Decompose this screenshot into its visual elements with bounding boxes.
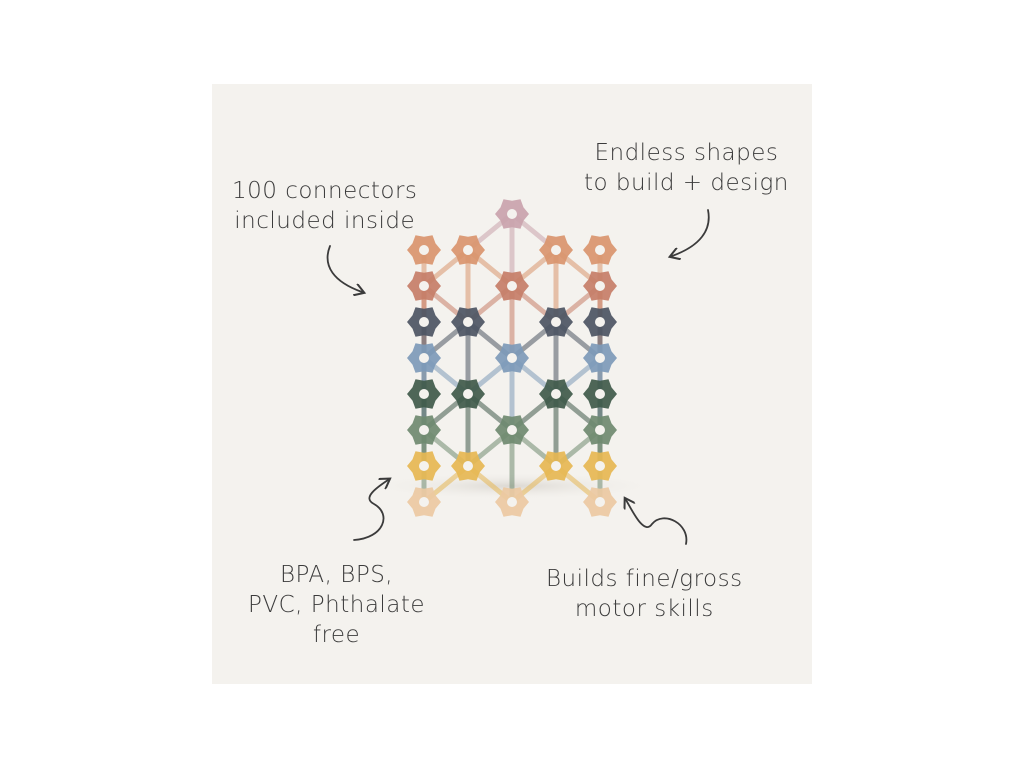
callout-line: BPA, BPS, — [279, 562, 394, 588]
hub-hole — [595, 425, 605, 435]
callout-line: motor skills — [574, 596, 714, 622]
callout-line: 100 connectors — [232, 178, 418, 204]
hub-hole — [419, 281, 429, 291]
hub-hole — [551, 317, 561, 327]
callout-motor: Builds fine/gross motor skills — [546, 564, 743, 624]
arrow-shapes-icon — [672, 209, 710, 256]
hub-hole — [463, 317, 473, 327]
hub-hole — [595, 317, 605, 327]
hub-hole — [507, 497, 517, 507]
hub-hole — [595, 281, 605, 291]
arrow-motor-icon — [626, 500, 688, 545]
building-toy-illustration — [326, 199, 710, 545]
hub-hole — [507, 425, 517, 435]
hub-hole — [551, 461, 561, 471]
hub-hole — [595, 497, 605, 507]
hub-hole — [595, 353, 605, 363]
hub-pieces — [407, 199, 617, 517]
hub-hole — [595, 389, 605, 399]
hub-hole — [595, 245, 605, 255]
hub-hole — [419, 425, 429, 435]
callout-connectors: 100 connectors included inside — [232, 176, 417, 236]
callout-line: to build + design — [584, 170, 789, 196]
hub-hole — [419, 317, 429, 327]
hub-hole — [419, 353, 429, 363]
arrow-safety-icon — [353, 480, 388, 541]
hub-hole — [551, 389, 561, 399]
hub-hole — [507, 281, 517, 291]
hub-hole — [419, 461, 429, 471]
hub-hole — [551, 245, 561, 255]
hub-hole — [507, 209, 517, 219]
hub-hole — [419, 245, 429, 255]
callout-line: Builds fine/gross — [546, 566, 743, 592]
hub-hole — [419, 389, 429, 399]
callout-line: Endless shapes — [594, 140, 779, 166]
product-card: 100 connectors included inside Endless s… — [212, 84, 812, 684]
hub-hole — [463, 245, 473, 255]
callout-line: free — [312, 622, 361, 648]
callout-line: included inside — [234, 208, 416, 234]
hub-hole — [463, 461, 473, 471]
hub-hole — [595, 461, 605, 471]
arrow-connectors-icon — [326, 245, 362, 292]
callout-safety: BPA, BPS, PVC, Phthalate free — [248, 560, 425, 650]
callout-line: PVC, Phthalate — [248, 592, 426, 618]
callout-shapes: Endless shapes to build + design — [584, 138, 789, 198]
hub-hole — [419, 497, 429, 507]
hub-hole — [463, 389, 473, 399]
hub-hole — [507, 353, 517, 363]
